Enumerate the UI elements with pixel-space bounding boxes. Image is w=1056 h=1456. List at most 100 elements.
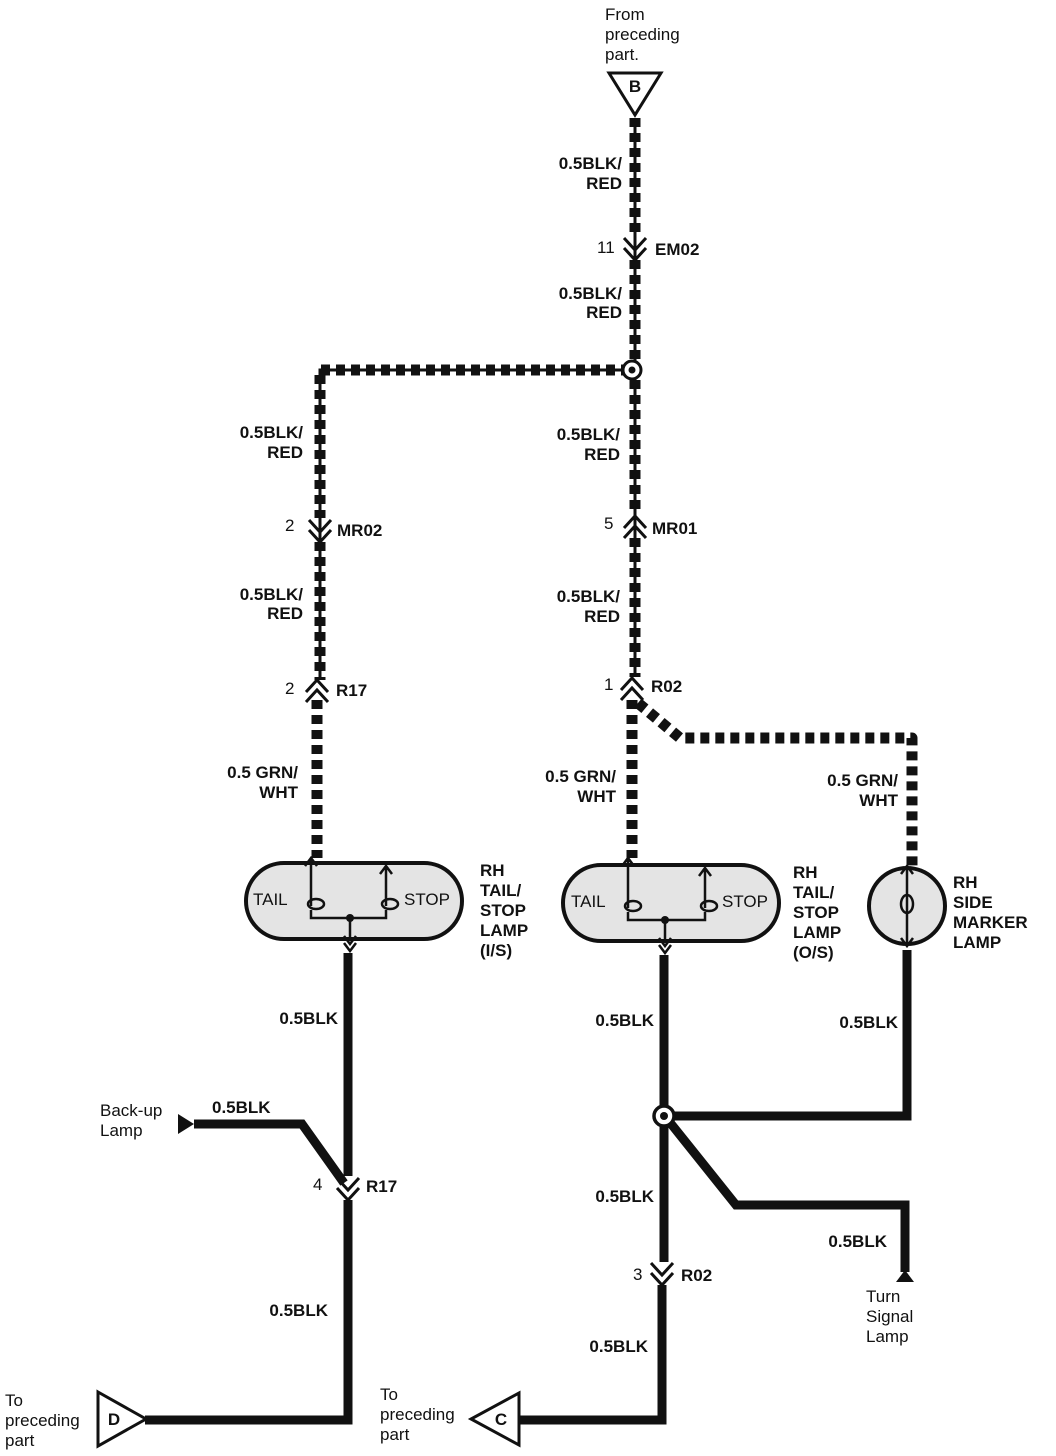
backup-arrow-icon bbox=[178, 1114, 194, 1134]
lamp-side-marker-name: RH SIDE MARKER LAMP bbox=[953, 873, 1028, 952]
svg-text:Turn: Turn bbox=[866, 1287, 900, 1306]
svg-text:Lamp: Lamp bbox=[100, 1121, 143, 1140]
terminal-d-note-1: To bbox=[5, 1391, 23, 1410]
label-left-grn: 0.5 GRN/ WHT bbox=[227, 763, 298, 802]
terminal-d: D To preceding part bbox=[5, 1389, 150, 1450]
label-mid-grn: 0.5 GRN/ WHT bbox=[545, 767, 616, 806]
splice-top bbox=[621, 359, 643, 381]
svg-text:0.5BLK/: 0.5BLK/ bbox=[559, 154, 623, 173]
connector-r17-top: 2 R17 bbox=[285, 677, 367, 704]
terminal-b: B From preceding part. bbox=[605, 5, 680, 118]
label-turn-blk: 0.5BLK bbox=[828, 1232, 887, 1251]
svg-text:RH: RH bbox=[953, 873, 978, 892]
label-main3: 0.5BLK/ RED bbox=[557, 425, 621, 464]
backup-lamp-ref: Back-up Lamp bbox=[100, 1101, 194, 1140]
label-right-grn: 0.5 GRN/ WHT bbox=[827, 771, 898, 810]
svg-text:WHT: WHT bbox=[859, 791, 898, 810]
svg-text:TAIL/: TAIL/ bbox=[480, 881, 522, 900]
svg-text:WHT: WHT bbox=[577, 787, 616, 806]
label-main4: 0.5BLK/ RED bbox=[557, 587, 621, 626]
lamp-is-name: RH TAIL/ STOP LAMP (I/S) bbox=[480, 861, 528, 960]
label-main1: 0.5BLK/ RED bbox=[559, 154, 623, 193]
svg-text:Back-up: Back-up bbox=[100, 1101, 162, 1120]
connector-r02-top-pin: 1 bbox=[604, 675, 613, 694]
turn-signal-ref: Turn Signal Lamp bbox=[866, 1270, 914, 1346]
connector-r02-top: 1 R02 bbox=[604, 675, 682, 702]
label-left1: 0.5BLK/ RED bbox=[240, 423, 304, 462]
svg-text:0.5BLK/: 0.5BLK/ bbox=[559, 284, 623, 303]
connector-r17-bottom-pin: 4 bbox=[313, 1175, 322, 1194]
terminal-b-note-1: From bbox=[605, 5, 645, 24]
svg-text:LAMP: LAMP bbox=[953, 933, 1001, 952]
wire-right-grn-wht bbox=[634, 698, 918, 866]
turn-arrow-icon bbox=[896, 1270, 914, 1282]
svg-text:RED: RED bbox=[267, 604, 303, 623]
svg-text:TAIL/: TAIL/ bbox=[793, 883, 835, 902]
svg-text:(O/S): (O/S) bbox=[793, 943, 834, 962]
connector-r17-bottom: 4 R17 bbox=[313, 1175, 397, 1203]
label-main2: 0.5BLK/ RED bbox=[559, 284, 623, 322]
svg-text:Lamp: Lamp bbox=[866, 1327, 909, 1346]
lamp-is-stop-label: STOP bbox=[404, 890, 450, 909]
terminal-d-letter: D bbox=[108, 1410, 120, 1429]
svg-text:RED: RED bbox=[584, 607, 620, 626]
connector-mr01-name: MR01 bbox=[652, 519, 697, 538]
terminal-c-letter: C bbox=[495, 1410, 507, 1429]
label-right-blk: 0.5BLK bbox=[839, 1013, 898, 1032]
terminal-c: C To preceding part bbox=[380, 1385, 521, 1448]
lamp-is: TAIL STOP bbox=[244, 855, 464, 941]
svg-text:LAMP: LAMP bbox=[480, 921, 528, 940]
connector-r02-bottom: 3 R02 bbox=[633, 1261, 712, 1288]
lamp-is-tail-label: TAIL bbox=[253, 890, 288, 909]
label-left-blk1: 0.5BLK bbox=[279, 1009, 338, 1028]
svg-text:SIDE: SIDE bbox=[953, 893, 993, 912]
label-mid-blk3: 0.5BLK bbox=[589, 1337, 648, 1356]
terminal-d-note-3: part bbox=[5, 1431, 35, 1450]
wire-right-blk bbox=[672, 950, 912, 1121]
label-left-blk2: 0.5BLK bbox=[269, 1301, 328, 1320]
svg-text:0.5 GRN/: 0.5 GRN/ bbox=[545, 767, 616, 786]
connector-em02-name: EM02 bbox=[655, 240, 699, 259]
connector-r02-bottom-name: R02 bbox=[681, 1266, 712, 1285]
svg-text:0.5BLK/: 0.5BLK/ bbox=[240, 585, 304, 604]
connector-mr01: 5 MR01 bbox=[604, 513, 697, 540]
splice-bottom bbox=[652, 1104, 676, 1128]
svg-text:(I/S): (I/S) bbox=[480, 941, 512, 960]
terminal-c-note-1: To bbox=[380, 1385, 398, 1404]
label-mid-blk2: 0.5BLK bbox=[595, 1187, 654, 1206]
connector-r02-top-name: R02 bbox=[651, 677, 682, 696]
connector-mr01-pin: 5 bbox=[604, 514, 613, 533]
solid-wires bbox=[145, 935, 912, 1425]
terminal-b-note-3: part. bbox=[605, 45, 639, 64]
terminal-c-note-2: preceding bbox=[380, 1405, 455, 1424]
label-left2: 0.5BLK/ RED bbox=[240, 585, 304, 623]
hatched-wires bbox=[311, 118, 918, 866]
lamp-os-stop-label: STOP bbox=[722, 892, 768, 911]
svg-text:RED: RED bbox=[267, 443, 303, 462]
svg-text:LAMP: LAMP bbox=[793, 923, 841, 942]
lamp-os-name: RH TAIL/ STOP LAMP (O/S) bbox=[793, 863, 841, 962]
terminal-b-letter: B bbox=[629, 77, 641, 96]
wire-turn-blk bbox=[664, 1117, 910, 1272]
svg-text:RED: RED bbox=[586, 174, 622, 193]
connector-r17-top-name: R17 bbox=[336, 681, 367, 700]
svg-text:0.5BLK/: 0.5BLK/ bbox=[557, 587, 621, 606]
connector-em02-pin: 11 bbox=[597, 238, 615, 257]
svg-text:0.5BLK/: 0.5BLK/ bbox=[557, 425, 621, 444]
label-mid-blk1: 0.5BLK bbox=[595, 1011, 654, 1030]
svg-text:0.5BLK/: 0.5BLK/ bbox=[240, 423, 304, 442]
connector-r02-bottom-pin: 3 bbox=[633, 1265, 642, 1284]
svg-text:0.5 GRN/: 0.5 GRN/ bbox=[827, 771, 898, 790]
svg-text:Signal: Signal bbox=[866, 1307, 913, 1326]
terminal-d-note-2: preceding bbox=[5, 1411, 80, 1430]
connector-r17-bottom-name: R17 bbox=[366, 1177, 397, 1196]
svg-text:RED: RED bbox=[584, 445, 620, 464]
svg-text:RH: RH bbox=[480, 861, 505, 880]
wire-mid-blk-lower bbox=[520, 1285, 667, 1425]
svg-text:MARKER: MARKER bbox=[953, 913, 1028, 932]
connector-r17-top-pin: 2 bbox=[285, 679, 294, 698]
wire-left-blk-lower bbox=[145, 1200, 353, 1425]
wire-backup-blk bbox=[194, 1119, 348, 1186]
svg-text:0.5 GRN/: 0.5 GRN/ bbox=[227, 763, 298, 782]
